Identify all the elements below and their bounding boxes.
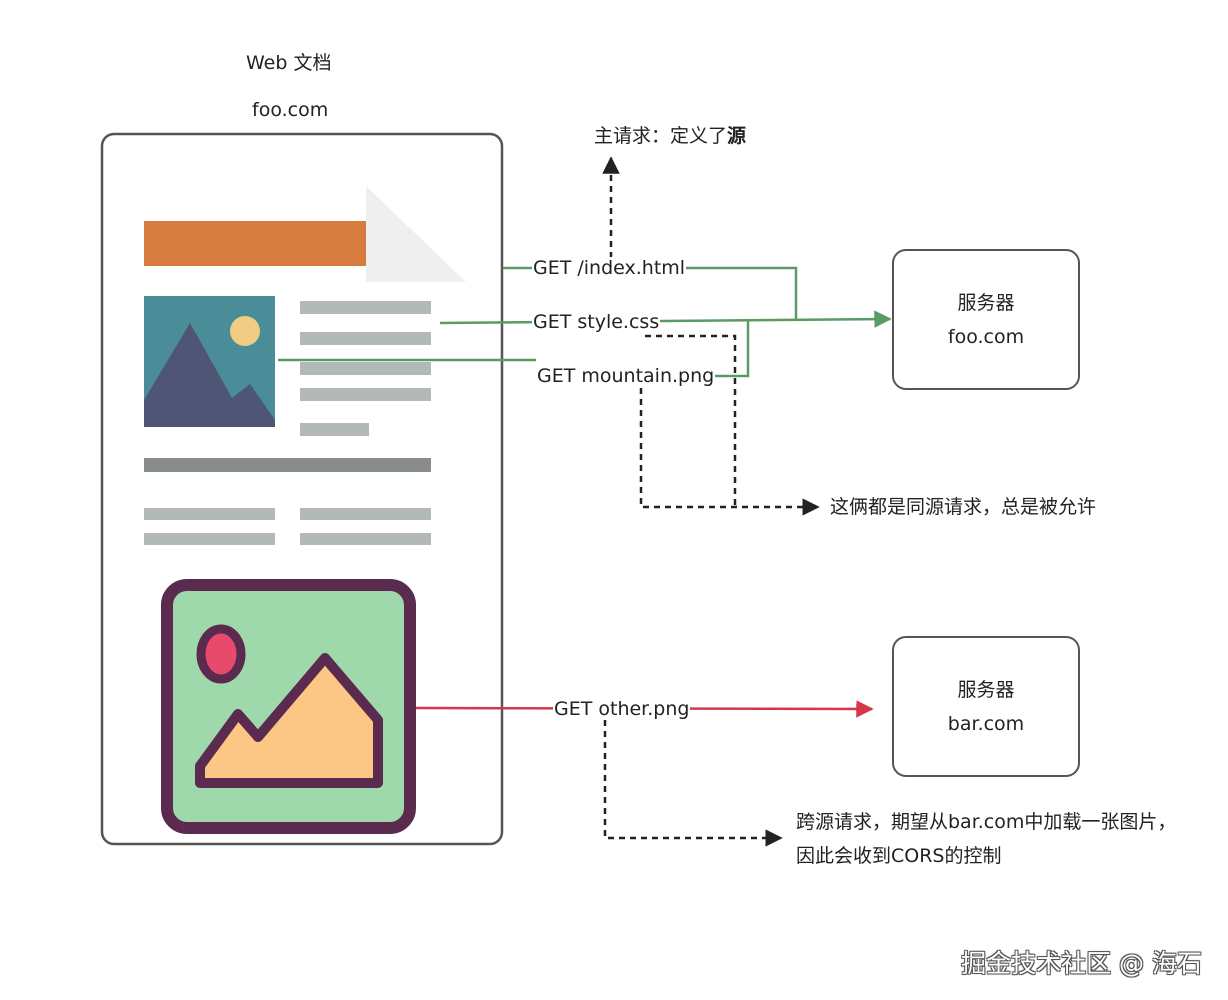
header-bar <box>144 221 369 266</box>
text-lines-right <box>300 301 431 436</box>
sun-icon <box>230 316 260 346</box>
request-label-mountain-png: GET mountain.png <box>536 365 716 387</box>
cross-origin-note-line-2: 因此会收到CORS的控制 <box>796 845 1002 867</box>
server-foo: 服务器 foo.com <box>892 249 1080 390</box>
request-label-index-html: GET /index.html <box>532 257 687 279</box>
same-origin-note: 这俩都是同源请求，总是被允许 <box>830 496 1097 518</box>
page-fold-shape <box>366 186 466 282</box>
text-lines-columns <box>144 508 431 545</box>
style-css-dashed-line <box>645 334 737 507</box>
main-request-note: 主请求：定义了源 <box>594 125 746 147</box>
watermark: 掘金技术社区 @ 海石 <box>961 949 1202 978</box>
request-label-other-png: GET other.png <box>553 698 691 720</box>
picture-sun-icon <box>196 624 246 684</box>
server-bar-host: bar.com <box>947 712 1025 735</box>
picture-icon <box>161 579 416 834</box>
picture-mountain-icon <box>195 653 383 788</box>
dashed-annotations <box>602 156 820 847</box>
document-title: Web 文档 <box>246 52 332 74</box>
server-foo-title: 服务器 <box>957 291 1015 314</box>
mountain-photo <box>144 296 275 427</box>
divider-bar <box>144 458 431 472</box>
main-request-note-text: 主请求：定义了 <box>594 125 728 147</box>
server-bar: 服务器 bar.com <box>892 636 1080 777</box>
cross-origin-note-line-1: 跨源请求，期望从bar.com中加载一张图片， <box>796 811 1177 833</box>
main-request-note-emphasis: 源 <box>727 125 747 147</box>
document-origin: foo.com <box>252 99 329 121</box>
server-foo-host: foo.com <box>947 325 1025 348</box>
server-bar-title: 服务器 <box>957 678 1015 701</box>
mountain-png-dashed-line <box>639 388 820 516</box>
other-png-dashed-line <box>603 720 783 847</box>
request-label-style-css: GET style.css <box>532 311 661 333</box>
